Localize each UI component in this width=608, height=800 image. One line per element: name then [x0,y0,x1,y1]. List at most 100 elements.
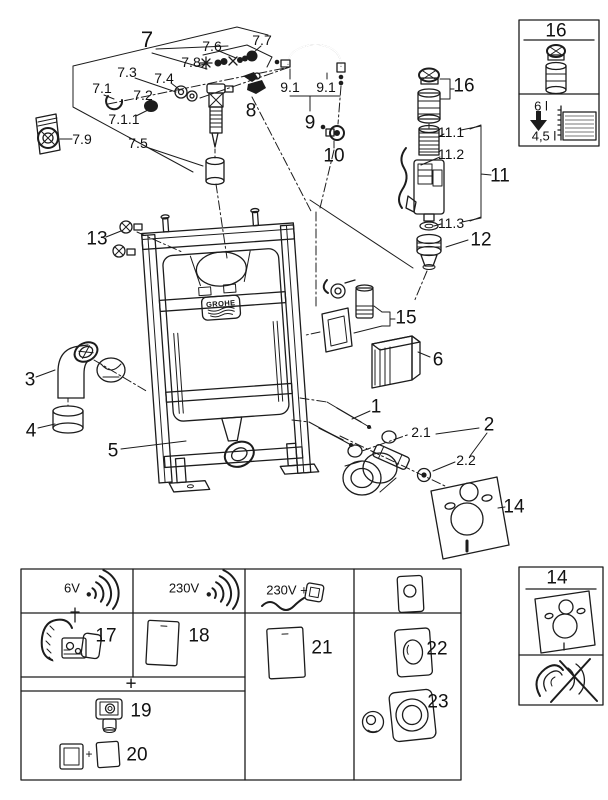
insulation-box-number: 14 [546,567,568,589]
callout-7-7: 7.7 [252,32,272,48]
volume-from-label: 6 l [534,98,548,114]
flush-plate-22-icon [394,627,434,678]
group-7-box [72,26,291,173]
item-23: 23 [427,691,449,713]
stud-set-2 [339,427,488,487]
protection-box-6 [371,335,431,389]
insulation-mat-icon [534,590,596,654]
sound-insulation-mat-14 [430,476,510,560]
options-table-grid [20,568,462,781]
callout-9: 9 [304,112,316,134]
concealed-cistern: GROHE [162,248,290,468]
header-230v: 230V [168,580,200,596]
callout-11-1: 11.1 [437,124,465,140]
callout-13: 13 [86,228,108,250]
callout-7-5: 7.5 [128,135,148,151]
fill-valve-column [309,67,492,303]
callout-2-1: 2.1 [411,424,431,440]
flush-plate-21-icon [266,626,306,680]
item-21: 21 [311,637,333,659]
callout-11-2: 11.2 [437,146,465,162]
cap-7-5 [205,156,225,186]
callout-6: 6 [432,349,444,371]
clip-7-1 [105,95,124,111]
callout-7-6: 7.6 [202,38,222,54]
power-plug-icon [261,582,325,611]
valve-cap-icon [546,44,566,61]
flush-bend-3 [35,341,149,399]
valve-cartridge-icon [545,61,567,95]
plus-row-label: + [125,673,137,695]
callout-2-2: 2.2 [456,452,476,468]
callout-1: 1 [370,396,382,418]
washer-11-3 [419,221,439,231]
insulation-box-14 [518,566,604,706]
bracket-set-15 [305,279,396,353]
item-17: 17 [95,625,117,647]
knob-7-2 [144,100,158,112]
callout-8: 8 [245,100,257,122]
callout-7-2: 7.2 [133,87,153,103]
flush-plate-18-icon [145,619,180,667]
legend-box-16 [518,19,600,147]
valve-10 [319,124,345,209]
frames-20-icon [59,740,121,770]
flush-valve-body-11 [405,159,445,222]
callout-7-1-1: 7.1.1 [108,111,140,127]
legend-box-number: 16 [545,20,567,42]
callout-11: 11 [490,165,510,187]
callout-9-1a: 9.1 [280,79,300,95]
nut-set-7-6-7-7 [237,50,258,63]
flush-plate-23-icon [361,688,437,743]
callout-7-4: 7.4 [154,70,174,86]
item-20: 20 [126,744,148,766]
volume-to-label: 4,5 l [531,128,557,144]
item-22: 22 [426,638,448,660]
callout-15: 15 [395,307,417,329]
callout-4: 4 [25,420,37,442]
hose-9 [274,44,346,125]
sleeve-4 [37,397,84,434]
flex-hose-11-2 [398,147,408,209]
screw-set-7-8 [199,56,238,70]
plus-small-label: + [85,747,93,761]
no-noise-ear-icon [535,658,598,703]
bellows-11-1 [418,124,440,156]
clamp-8 [199,66,313,214]
callout-2: 2 [483,414,495,436]
callout-10: 10 [323,145,345,167]
converter-19-icon [95,698,123,733]
callout-11-3: 11.3 [437,215,465,231]
arrow-down-icon [530,111,547,131]
threaded-rods-1 [291,397,372,447]
wall-anchors-13 [105,220,183,258]
water-tank-icon [557,105,597,141]
radio-waves-icon [86,569,120,610]
radio-waves-icon [206,569,240,610]
inlet-valve-body [206,83,234,148]
callout-9-1b: 9.1 [316,79,336,95]
installation-frame-5: GROHE [141,207,320,493]
callout-7-3: 7.3 [117,64,137,80]
callout-16: 16 [453,75,475,97]
wall-socket [342,452,398,496]
item-18: 18 [188,625,210,647]
filter-valve-parts [35,50,258,186]
callout-3: 3 [24,369,36,391]
callout-7-1: 7.1 [92,80,112,96]
callout-14: 14 [503,496,525,518]
callout-12: 12 [470,229,492,251]
grohe-logo-badge: GROHE [200,294,242,321]
callout-7-8: 7.8 [181,54,201,70]
flush-plate-header-icon [396,574,425,614]
item-19: 19 [130,700,152,722]
callout-7-9: 7.9 [72,131,92,147]
callout-5: 5 [107,440,119,462]
grohe-logo-text: GROHE [206,298,236,309]
tank-fitting-12 [416,233,442,270]
header-230v-plus: 230V + [266,582,308,598]
sensor-unit-17-icon [40,607,103,662]
callout-7: 7 [140,27,154,52]
